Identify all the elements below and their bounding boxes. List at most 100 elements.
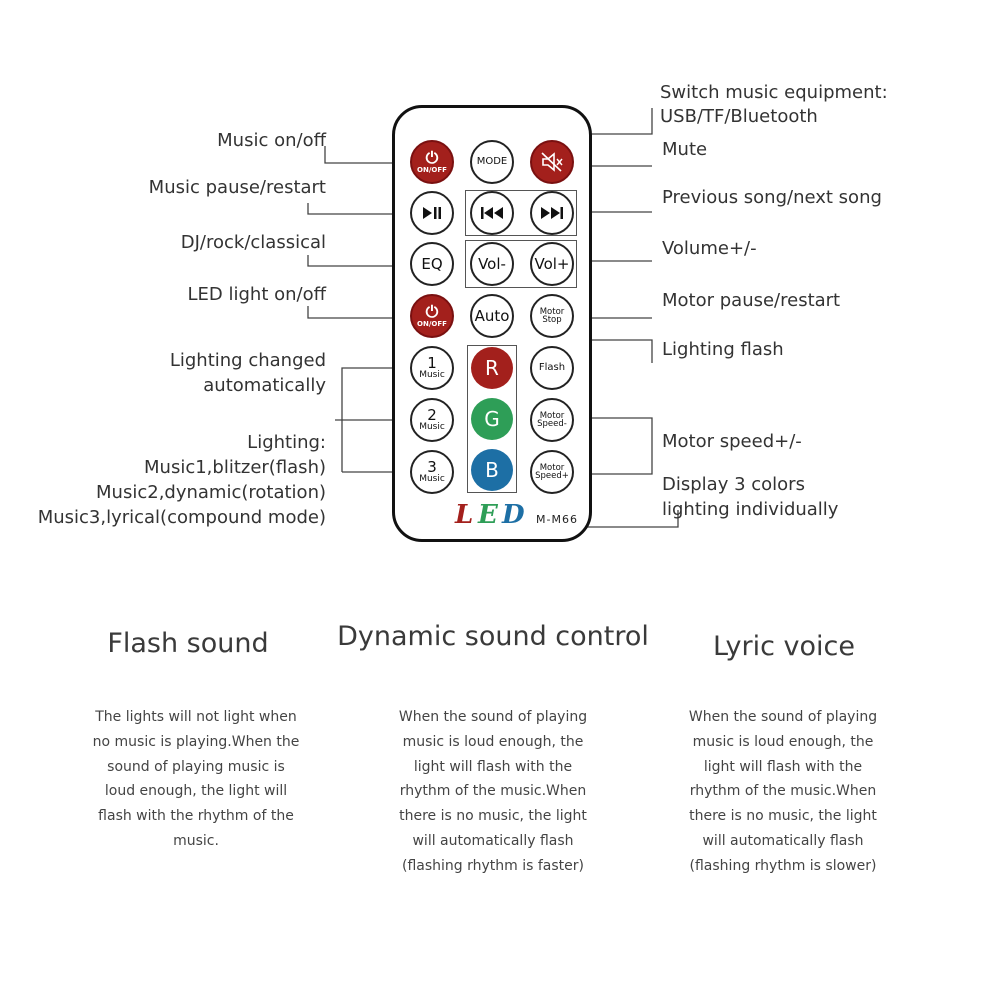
label-mute: Mute bbox=[662, 139, 708, 160]
blue-button[interactable]: B bbox=[471, 449, 513, 491]
label-led-on-off: LED light on/off bbox=[187, 284, 327, 305]
music-text: Music bbox=[419, 370, 445, 380]
music-text: Music bbox=[419, 474, 445, 484]
mode-button[interactable]: MODE bbox=[470, 140, 514, 184]
label-dj-rock: DJ/rock/classical bbox=[180, 232, 326, 253]
eq-button[interactable]: EQ bbox=[410, 242, 454, 286]
led-on-off-button[interactable]: ⏻ ON/OFF bbox=[410, 294, 454, 338]
label-lighting-2: Music1,blitzer(flash) bbox=[144, 457, 326, 478]
motor-speed-up-button[interactable]: Motor Speed+ bbox=[530, 450, 574, 494]
label-music-pause: Music pause/restart bbox=[148, 177, 326, 198]
text-line: sound of playing music is bbox=[107, 758, 285, 775]
section-heading-dynamic: Dynamic sound control bbox=[337, 621, 649, 652]
label-lighting-1: Lighting: bbox=[247, 432, 326, 453]
r-text: R bbox=[485, 356, 499, 380]
motor-text: Motor bbox=[539, 410, 565, 421]
text-line: (flashing rhythm is faster) bbox=[402, 857, 584, 874]
next-song-button[interactable] bbox=[530, 191, 574, 235]
red-button[interactable]: R bbox=[471, 347, 513, 389]
text-line: no music is playing.When the bbox=[92, 733, 300, 750]
mute-button[interactable] bbox=[530, 140, 574, 184]
led-logo-d: D bbox=[502, 500, 525, 530]
b-text: B bbox=[485, 458, 499, 482]
on-off-text: ON/OFF bbox=[417, 320, 447, 328]
label-lighting-changed-2: automatically bbox=[203, 375, 326, 396]
previous-icon bbox=[481, 207, 503, 219]
motor-text: Motor bbox=[539, 306, 565, 317]
section-text-lyric: When the sound of playing music is loud … bbox=[663, 705, 903, 879]
label-lighting-flash: Lighting flash bbox=[662, 339, 784, 360]
eq-text: EQ bbox=[421, 254, 443, 273]
text-line: light will flash with the bbox=[413, 758, 573, 775]
auto-button[interactable]: Auto bbox=[470, 294, 514, 338]
label-music-on-off: Music on/off bbox=[217, 130, 326, 151]
speed-minus-text: Speed- bbox=[537, 419, 567, 429]
auto-text: Auto bbox=[474, 306, 510, 325]
music1-button[interactable]: 1 Music bbox=[410, 346, 454, 390]
music-on-off-button[interactable]: ⏻ ON/OFF bbox=[410, 140, 454, 184]
text-line: rhythm of the music.When bbox=[689, 783, 877, 800]
label-prev-next: Previous song/next song bbox=[662, 187, 882, 208]
power-icon: ⏻ bbox=[425, 302, 439, 321]
prev-next-group bbox=[465, 190, 577, 236]
volume-group bbox=[465, 240, 577, 288]
label-motor-pause: Motor pause/restart bbox=[662, 290, 841, 311]
vol-plus-text: Vol+ bbox=[534, 254, 570, 273]
volume-up-button[interactable]: Vol+ bbox=[530, 242, 574, 286]
next-icon bbox=[541, 207, 563, 219]
label-volume: Volume+/- bbox=[662, 238, 757, 259]
label-switch-2: USB/TF/Bluetooth bbox=[660, 106, 818, 127]
text-line: rhythm of the music.When bbox=[399, 783, 587, 800]
play-pause-icon bbox=[423, 207, 441, 219]
green-button[interactable]: G bbox=[471, 398, 513, 440]
label-lighting-changed-1: Lighting changed bbox=[169, 350, 326, 371]
model-number: M-M66 bbox=[536, 513, 578, 526]
play-pause-button[interactable] bbox=[410, 191, 454, 235]
on-off-text: ON/OFF bbox=[417, 166, 447, 174]
text-line: When the sound of playing bbox=[688, 709, 878, 725]
text-line: music. bbox=[173, 832, 219, 849]
power-icon: ⏻ bbox=[425, 148, 439, 167]
motor-stop-button[interactable]: Motor Stop bbox=[530, 294, 574, 338]
g-text: G bbox=[484, 407, 500, 431]
led-logo-l: L bbox=[455, 500, 474, 530]
section-heading-flash: Flash sound bbox=[107, 628, 269, 659]
label-display-1: Display 3 colors bbox=[662, 474, 805, 495]
mode-text: MODE bbox=[476, 156, 508, 167]
volume-down-button[interactable]: Vol- bbox=[470, 242, 514, 286]
text-line: light will flash with the bbox=[703, 758, 863, 775]
label-switch-1: Switch music equipment: bbox=[660, 82, 888, 103]
motor-text: Motor bbox=[539, 462, 565, 473]
label-display-2: lighting individually bbox=[662, 499, 839, 520]
section-text-flash: The lights will not light when no music … bbox=[76, 705, 316, 854]
motor-speed-down-button[interactable]: Motor Speed- bbox=[530, 398, 574, 442]
text-line: The lights will not light when bbox=[95, 709, 297, 725]
text-line: will automatically flash bbox=[702, 832, 864, 849]
flash-text: Flash bbox=[538, 362, 566, 373]
text-line: music is loud enough, the bbox=[692, 733, 874, 750]
flash-button[interactable]: Flash bbox=[530, 346, 574, 390]
text-line: there is no music, the light bbox=[689, 808, 877, 825]
mute-icon bbox=[541, 152, 563, 172]
one-text: 1 bbox=[427, 354, 437, 372]
rgb-group bbox=[467, 345, 517, 493]
section-heading-lyric: Lyric voice bbox=[712, 631, 856, 662]
music2-button[interactable]: 2 Music bbox=[410, 398, 454, 442]
label-motor-speed: Motor speed+/- bbox=[662, 431, 802, 452]
text-line: When the sound of playing bbox=[398, 709, 588, 725]
vol-minus-text: Vol- bbox=[478, 254, 506, 273]
text-line: loud enough, the light will bbox=[104, 783, 288, 800]
previous-song-button[interactable] bbox=[470, 191, 514, 235]
three-text: 3 bbox=[427, 458, 437, 476]
two-text: 2 bbox=[427, 406, 437, 424]
text-line: will automatically flash bbox=[412, 832, 574, 849]
speed-plus-text: Speed+ bbox=[535, 471, 569, 481]
text-line: there is no music, the light bbox=[399, 808, 587, 825]
music3-button[interactable]: 3 Music bbox=[410, 450, 454, 494]
label-lighting-4: Music3,lyrical(compound mode) bbox=[37, 507, 326, 528]
label-lighting-3: Music2,dynamic(rotation) bbox=[96, 482, 326, 503]
led-logo-e: E bbox=[478, 500, 498, 530]
text-line: music is loud enough, the bbox=[402, 733, 584, 750]
text-line: flash with the rhythm of the bbox=[98, 808, 294, 825]
